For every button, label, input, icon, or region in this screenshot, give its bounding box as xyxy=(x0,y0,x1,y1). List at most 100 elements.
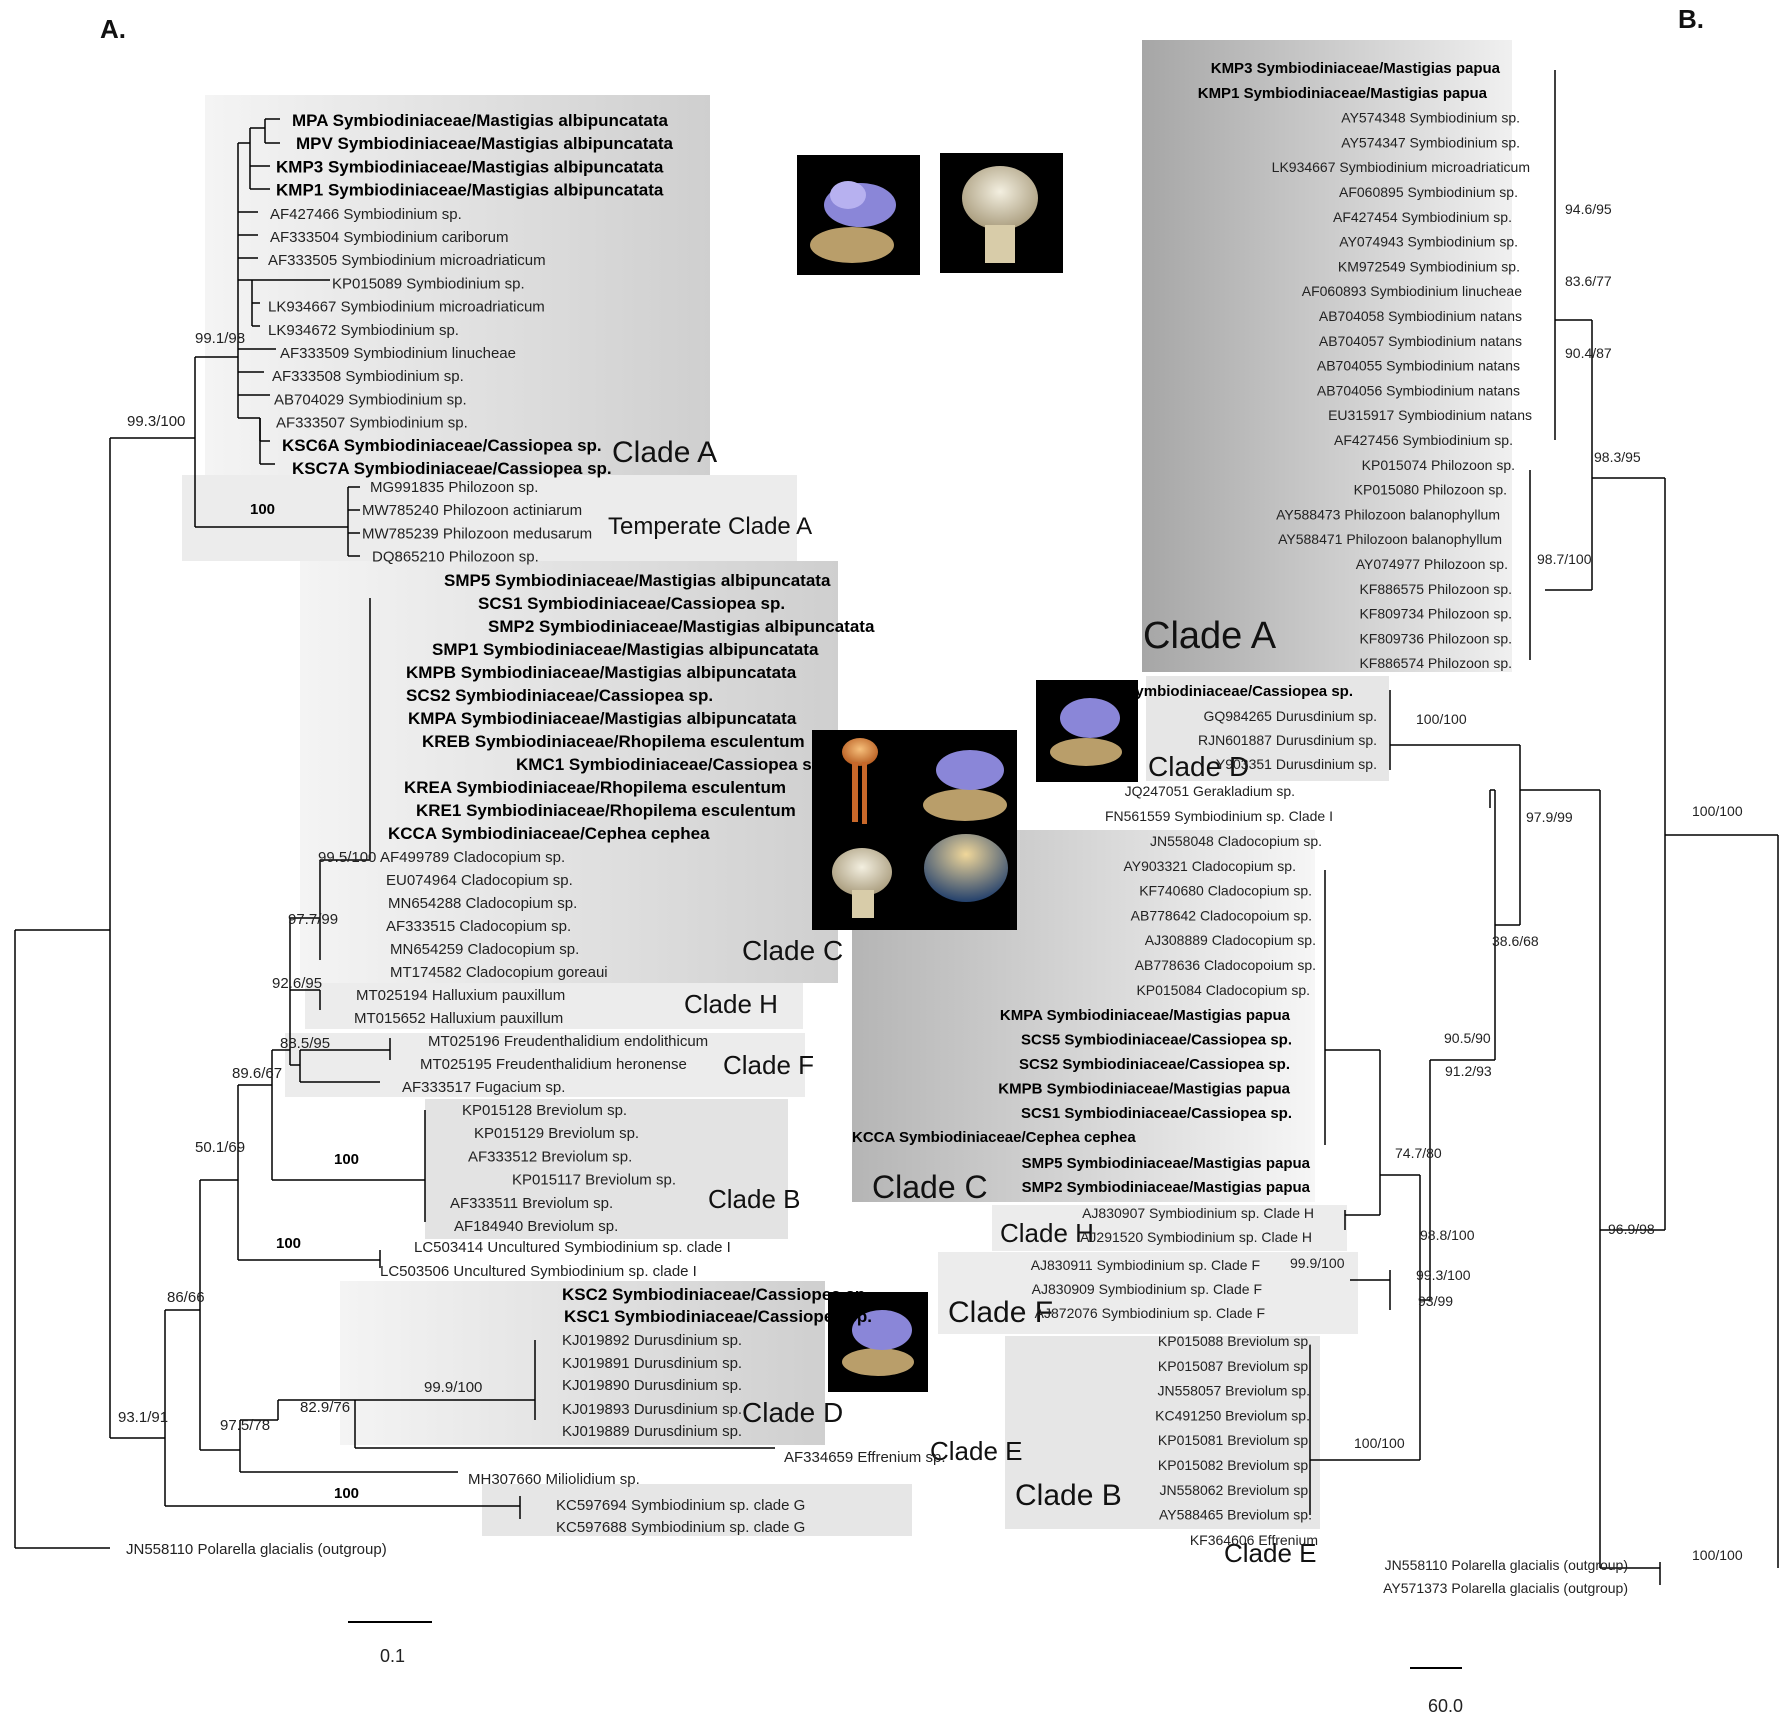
taxon-label-a: AF334659 Effrenium sp. xyxy=(784,1449,945,1466)
photo-grid-clade-c xyxy=(812,730,1017,930)
support-value-a: 82.9/76 xyxy=(300,1399,350,1416)
taxon-label-b: AY588471 Philozoon balanophyllum xyxy=(1278,531,1502,547)
clade-label-h: Clade H xyxy=(684,989,778,1019)
box-clade-d xyxy=(340,1281,825,1445)
taxon-label-a: KC597694 Symbiodinium sp. clade G xyxy=(556,1497,805,1514)
taxon-label-a: LC503506 Uncultured Symbiodinium sp. cla… xyxy=(380,1263,697,1280)
taxon-label-b: AF427456 Symbiodinium sp. xyxy=(1334,432,1513,448)
taxon-label-a: SCS2 Symbiodiniaceae/Cassiopea sp. xyxy=(406,686,713,705)
taxon-label-b: KM972549 Symbiodinium sp. xyxy=(1338,258,1520,274)
scale-bar-a: 0.1 xyxy=(348,1621,432,1666)
taxon-label-b: KF809734 Philozoon sp. xyxy=(1359,606,1512,622)
taxon-label-b: AJ830907 Symbiodinium sp. Clade H xyxy=(1082,1205,1314,1221)
b-clade-label-d: Clade D xyxy=(1148,751,1249,782)
taxon-label-b: KP015082 Breviolum sp. xyxy=(1158,1457,1312,1473)
box-clade-f xyxy=(285,1033,805,1097)
support-value-a: 99.9/100 xyxy=(424,1379,482,1396)
taxon-label-a: AF333507 Symbiodinium sp. xyxy=(276,415,468,432)
taxon-label-b: SMP2 Symbiodiniaceae/Mastigias papua xyxy=(1022,1179,1311,1196)
taxon-label-b: SCS1 Symbiodiniaceae/Cassiopea sp. xyxy=(1021,1105,1292,1122)
b-clade-label-b: Clade B xyxy=(1015,1479,1122,1512)
taxon-label-a: MT025194 Halluxium pauxillum xyxy=(356,987,565,1004)
taxon-label-a: KMPB Symbiodiniaceae/Mastigias albipunca… xyxy=(406,663,797,682)
panel-b-label: B. xyxy=(1678,4,1704,34)
taxon-label-a: KJ019892 Durusdinium sp. xyxy=(562,1332,742,1349)
box-clade-h xyxy=(305,983,803,1029)
taxon-label-b: KMP1 Symbiodiniaceae/Mastigias papua xyxy=(1198,85,1488,102)
taxon-label-b: AY571373 Polarella glacialis (outgroup) xyxy=(1383,1580,1628,1596)
taxon-label-b: AB778636 Cladocopoium sp. xyxy=(1135,957,1316,973)
taxon-label-b: AY588465 Breviolum sp. xyxy=(1159,1507,1312,1523)
taxon-label-b: AJ308889 Cladocopium sp. xyxy=(1145,932,1316,948)
taxon-label-b: AY574347 Symbiodinium sp. xyxy=(1341,134,1520,150)
b-clade-label-a: Clade A xyxy=(1143,615,1277,657)
support-value-a: 86/66 xyxy=(167,1289,205,1306)
taxon-label-a: AF333515 Cladocopium sp. xyxy=(386,918,571,935)
taxon-label-b: Y903351 Durusdinium sp. xyxy=(1216,756,1377,772)
taxon-label-b: FN561559 Symbiodinium sp. Clade I xyxy=(1105,808,1333,824)
taxon-label-a: SMP5 Symbiodiniaceae/Mastigias albipunca… xyxy=(444,571,831,590)
taxon-label-b: KP015087 Breviolum sp. xyxy=(1158,1358,1312,1374)
taxon-label-a: MPA Symbiodiniaceae/Mastigias albipuncat… xyxy=(292,111,669,130)
taxon-label-a: MT015652 Halluxium pauxillum xyxy=(354,1010,563,1027)
taxon-label-a: AF333517 Fugacium sp. xyxy=(402,1079,565,1096)
jellyfish-photos xyxy=(797,153,1138,1392)
clade-label-d: Clade D xyxy=(742,1397,843,1428)
taxon-label-a: KMP3 Symbiodiniaceae/Mastigias albipunca… xyxy=(276,157,664,176)
taxon-label-b: AY588473 Philozoon balanophyllum xyxy=(1276,506,1500,522)
taxon-label-a: KREB Symbiodiniaceae/Rhopilema esculentu… xyxy=(422,732,805,751)
taxon-label-a: KMPA Symbiodiniaceae/Mastigias albipunca… xyxy=(408,709,797,728)
support-value-a: 97.5/78 xyxy=(220,1417,270,1434)
support-value-b: 98.3/95 xyxy=(1594,449,1641,465)
taxon-label-a: KP015117 Breviolum sp. xyxy=(512,1172,676,1189)
taxon-label-b: AF060893 Symbiodinium linucheae xyxy=(1302,283,1522,299)
support-value-a: 99.5/100 xyxy=(318,849,376,866)
taxon-label-b: AB704058 Symbiodinium natans xyxy=(1319,308,1522,324)
support-value-b: 83.6/77 xyxy=(1565,273,1612,289)
taxon-label-b: KP015081 Breviolum sp. xyxy=(1158,1432,1312,1448)
taxon-label-b: AF427454 Symbiodinium sp. xyxy=(1333,209,1512,225)
taxon-label-a: KJ019891 Durusdinium sp. xyxy=(562,1355,742,1372)
box-b-clade-a xyxy=(1142,40,1512,672)
taxon-label-b: SMP5 Symbiodiniaceae/Mastigias papua xyxy=(1022,1155,1311,1172)
taxon-label-b: AB704057 Symbiodinium natans xyxy=(1319,333,1522,349)
b-clade-label-e: Clade E xyxy=(1224,1538,1317,1568)
clade-label-b: Clade B xyxy=(708,1184,801,1214)
taxon-label-b: KF886575 Philozoon sp. xyxy=(1359,581,1512,597)
taxon-label-b: AB704056 Symbiodinium natans xyxy=(1317,382,1520,398)
box-clade-a xyxy=(205,95,710,475)
taxon-label-b: LK934667 Symbiodinium microadriaticum xyxy=(1272,159,1530,175)
taxon-label-b: AY903321 Cladocopium sp. xyxy=(1123,858,1296,874)
photo-mastigias-bell xyxy=(940,153,1063,273)
support-value-b: 98.8/100 xyxy=(1420,1227,1475,1243)
taxon-label-a: KCCA Symbiodiniaceae/Cephea cephea xyxy=(388,824,710,843)
photo-cassiopea-b-d xyxy=(1036,680,1138,782)
taxon-label-a: AF499789 Cladocopium sp. xyxy=(380,849,565,866)
taxon-label-a: MT174582 Cladocopium goreaui xyxy=(390,964,608,981)
photo-cassiopea-d xyxy=(828,1292,928,1392)
taxon-label-b: JN558110 Polarella glacialis (outgroup) xyxy=(1385,1557,1628,1573)
taxon-label-a: AF333511 Breviolum sp. xyxy=(450,1195,613,1212)
scale-label-a: 0.1 xyxy=(380,1646,405,1666)
support-value-b: 74.7/80 xyxy=(1395,1145,1442,1161)
support-value-b: 100/100 xyxy=(1416,711,1467,727)
taxon-label-b: AJ830911 Symbiodinium sp. Clade F xyxy=(1031,1257,1260,1273)
taxon-label-b: GQ984265 Durusdinium sp. xyxy=(1203,708,1377,724)
panel-a-taxa: MPA Symbiodiniaceae/Mastigias albipuncat… xyxy=(126,111,945,1558)
scale-label-b: 60.0 xyxy=(1428,1696,1463,1716)
taxon-label-a: MPV Symbiodiniaceae/Mastigias albipuncat… xyxy=(296,134,673,153)
support-value-b: 99.3/100 xyxy=(1416,1267,1471,1283)
taxon-label-a: MG991835 Philozoon sp. xyxy=(370,479,538,496)
taxon-label-a: KJ019889 Durusdinium sp. xyxy=(562,1423,742,1440)
support-value-a: 100 xyxy=(276,1235,301,1252)
taxon-label-a: SCS1 Symbiodiniaceae/Cassiopea sp. xyxy=(478,594,785,613)
clade-label-c: Clade C xyxy=(742,935,843,966)
taxon-label-b: SCS5 Symbiodiniaceae/Cassiopea sp. xyxy=(1021,1032,1292,1049)
panel-a-label: A. xyxy=(100,14,126,44)
taxon-label-b: AB704055 Symbiodinium natans xyxy=(1317,358,1520,374)
clade-label-f: Clade F xyxy=(723,1050,814,1080)
support-value-a: 88.5/95 xyxy=(280,1035,330,1052)
taxon-label-a: KREA Symbiodiniaceae/Rhopilema esculentu… xyxy=(404,778,786,797)
b-clade-label-f: Clade F xyxy=(948,1296,1053,1329)
